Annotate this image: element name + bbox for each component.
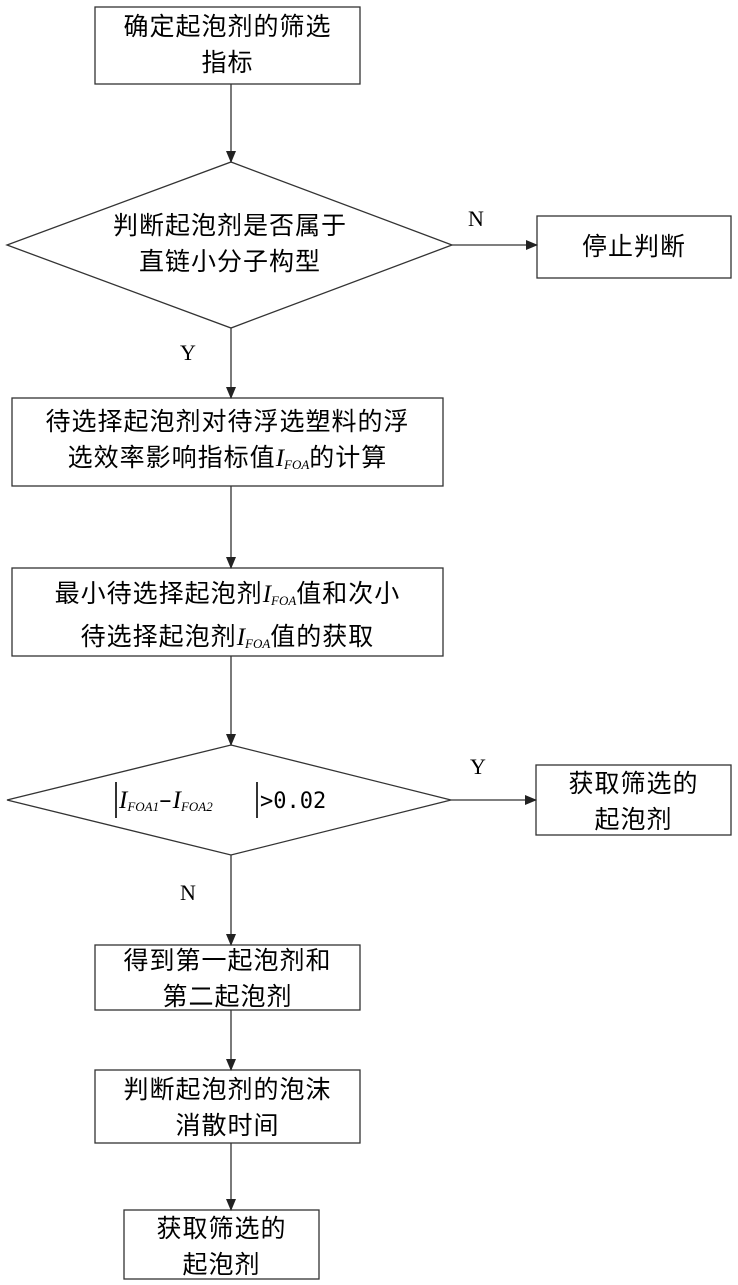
index-symbol: IFOA: [263, 581, 297, 608]
greater-than-sign: >: [260, 789, 273, 814]
compare-threshold: >0.02: [260, 782, 326, 820]
index-symbol-1: IFOA1: [119, 787, 159, 814]
node-screened-agent-final-line1: 获取筛选的: [124, 1211, 319, 1247]
node-calc-index-line2-prefix: 选效率影响指标值: [68, 443, 276, 472]
node-stop-judging-text: 停止判断: [537, 229, 731, 265]
node-get-min-values-line2: 待选择起泡剂IFOA值的获取: [12, 619, 443, 662]
node-foam-time: 判断起泡剂的泡沫 消散时间: [95, 1072, 360, 1144]
index-symbol-2: IFOA2: [173, 787, 213, 814]
node-screened-agent-yes-line1: 获取筛选的: [536, 766, 731, 802]
node-get-min-values-line2-prefix: 待选择起泡剂: [81, 622, 237, 651]
node-screened-agent-final: 获取筛选的 起泡剂: [124, 1211, 319, 1283]
node-foam-time-line2: 消散时间: [95, 1108, 360, 1144]
node-get-min-values-line1-suffix: 值和次小: [296, 579, 400, 608]
node-screened-agent-final-line2: 起泡剂: [124, 1247, 319, 1283]
node-get-min-values: 最小待选择起泡剂IFOA值和次小 待选择起泡剂IFOA值的获取: [12, 576, 443, 662]
edge-label-compare-no: N: [180, 880, 196, 906]
node-screened-agent-yes-line2: 起泡剂: [536, 802, 731, 838]
node-calc-index-line1: 待选择起泡剂对待浮选塑料的浮: [12, 404, 443, 440]
edge-label-structure-no: N: [468, 206, 484, 232]
node-define-indicators-line2: 指标: [95, 45, 360, 81]
node-first-second-agent: 得到第一起泡剂和 第二起泡剂: [95, 943, 360, 1015]
edge-label-structure-yes: Y: [180, 340, 196, 366]
node-calc-index: 待选择起泡剂对待浮选塑料的浮 选效率影响指标值IFOA的计算: [12, 404, 443, 483]
node-compare-diff: IFOA1–IFOA2: [119, 782, 213, 825]
edge-label-compare-yes: Y: [470, 754, 486, 780]
node-get-min-values-line1: 最小待选择起泡剂IFOA值和次小: [12, 576, 443, 619]
node-judge-structure: 判断起泡剂是否属于 直链小分子构型: [60, 208, 400, 280]
node-first-second-agent-line1: 得到第一起泡剂和: [95, 943, 360, 979]
node-stop-judging: 停止判断: [537, 229, 731, 265]
node-get-min-values-line2-suffix: 值的获取: [270, 622, 374, 651]
index-symbol: IFOA: [276, 445, 310, 472]
minus-sign: –: [159, 785, 173, 814]
node-calc-index-line2-suffix: 的计算: [309, 443, 387, 472]
node-judge-structure-line1: 判断起泡剂是否属于: [60, 208, 400, 244]
node-foam-time-line1: 判断起泡剂的泡沫: [95, 1072, 360, 1108]
index-symbol: IFOA: [237, 624, 271, 651]
diamond-compare-diff: [7, 745, 451, 855]
threshold-value: 0.02: [273, 789, 326, 814]
node-first-second-agent-line2: 第二起泡剂: [95, 979, 360, 1015]
node-define-indicators-line1: 确定起泡剂的筛选: [95, 9, 360, 45]
node-judge-structure-line2: 直链小分子构型: [60, 244, 400, 280]
node-screened-agent-yes: 获取筛选的 起泡剂: [536, 766, 731, 838]
node-calc-index-line2: 选效率影响指标值IFOA的计算: [12, 440, 443, 483]
node-get-min-values-line1-prefix: 最小待选择起泡剂: [55, 579, 263, 608]
node-define-indicators: 确定起泡剂的筛选 指标: [95, 9, 360, 81]
